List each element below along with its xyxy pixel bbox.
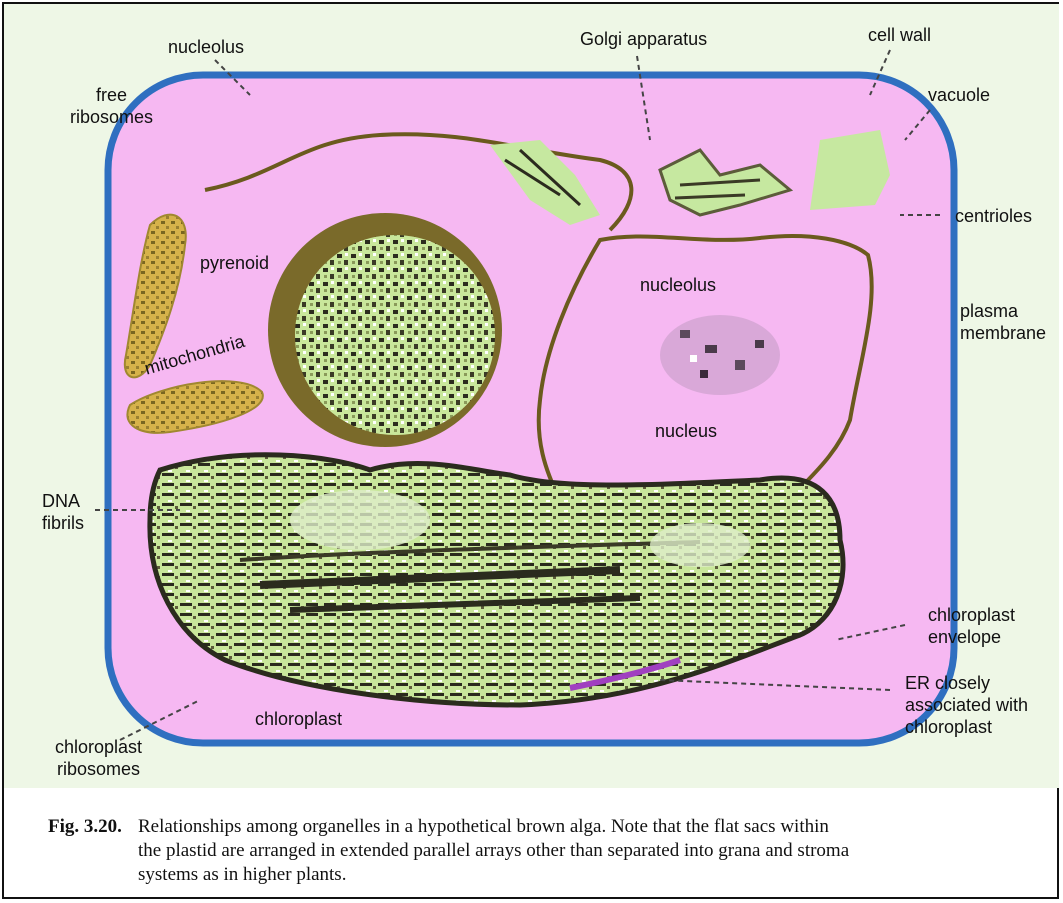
label-er-closely-associated: ER closely associated with chloroplast [905, 672, 1028, 738]
label-nucleolus-top: nucleolus [168, 36, 244, 58]
dna-fibrils-region-2 [650, 523, 750, 567]
caption-number: Fig. 3.20. [48, 815, 138, 839]
label-free-ribosomes: free ribosomes [70, 84, 153, 128]
label-chloroplast-envelope: chloroplast envelope [928, 604, 1015, 648]
label-vacuole: vacuole [928, 84, 990, 106]
dna-fibrils-region [290, 490, 430, 550]
label-dna-fibrils: DNA fibrils [42, 490, 84, 534]
label-nucleolus-inner: nucleolus [640, 274, 716, 296]
pyrenoid [295, 235, 495, 435]
brown-alga-cell-diagram [0, 0, 1063, 790]
caption-line-3: systems as in higher plants. [48, 863, 1038, 887]
nucleolus-blob [660, 315, 780, 395]
label-nucleus: nucleus [655, 420, 717, 442]
figure-caption: Fig. 3.20.Relationships among organelles… [48, 815, 1038, 887]
label-chloroplast-ribosomes: chloroplast ribosomes [55, 736, 142, 780]
label-pyrenoid: pyrenoid [200, 252, 269, 274]
caption-line-1: Relationships among organelles in a hypo… [138, 816, 829, 837]
caption-line-2: the plastid are arranged in extended par… [48, 839, 1038, 863]
label-chloroplast: chloroplast [255, 708, 342, 730]
label-centrioles: centrioles [955, 205, 1032, 227]
label-cell-wall: cell wall [868, 24, 931, 46]
label-plasma-membrane: plasma membrane [960, 300, 1046, 344]
label-golgi-apparatus: Golgi apparatus [580, 28, 707, 50]
vacuole [810, 130, 890, 210]
